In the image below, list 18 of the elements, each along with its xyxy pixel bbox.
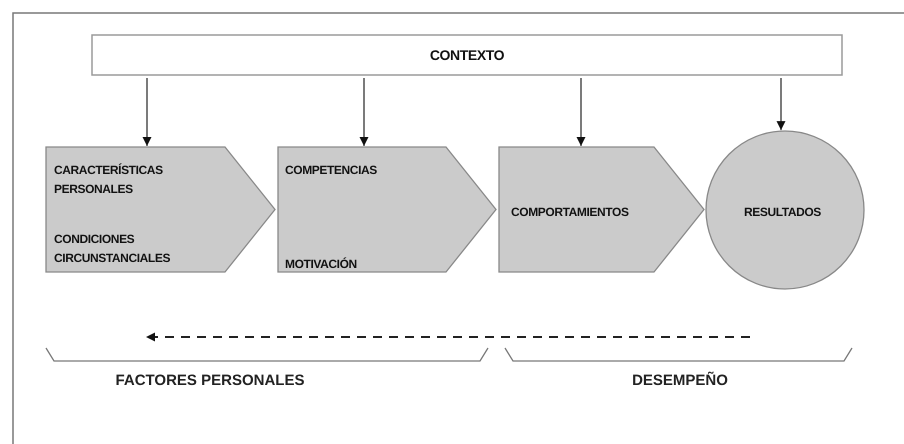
node-text: CONDICIONES CIRCUNSTANCIALES bbox=[54, 231, 172, 267]
node-text: RESULTADOS bbox=[744, 204, 822, 221]
group-label: FACTORES PERSONALES bbox=[114, 372, 306, 389]
node-text: MOTIVACIÓN bbox=[285, 256, 358, 273]
process-step bbox=[46, 147, 275, 272]
arrow bbox=[360, 78, 368, 146]
node-text: CARACTERÍSTICAS PERSONALES bbox=[54, 162, 164, 198]
arrow bbox=[776, 78, 786, 130]
process-step bbox=[499, 147, 704, 272]
group-label: DESEMPEÑO bbox=[631, 372, 729, 389]
process-step bbox=[278, 147, 496, 272]
result-circle bbox=[706, 131, 864, 289]
node-text: CONTEXTO bbox=[428, 46, 506, 65]
arrow bbox=[142, 78, 152, 146]
context-box bbox=[92, 35, 842, 75]
arrow bbox=[576, 78, 586, 146]
node-text: COMPETENCIAS bbox=[285, 162, 378, 179]
node-text: COMPORTAMIENTOS bbox=[511, 204, 630, 221]
